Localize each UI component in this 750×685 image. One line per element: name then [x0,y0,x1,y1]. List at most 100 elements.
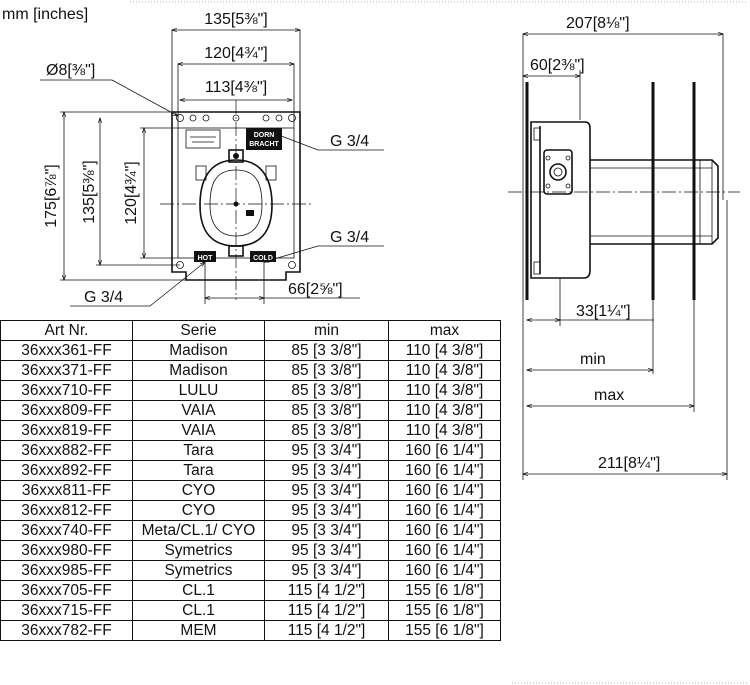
hole-top-right-2 [275,114,283,122]
cell-max: 155 [6 1/8"] [388,620,501,641]
cell-min: 85 [3 3/8"] [264,420,389,441]
front-view: DORN BRACHT HOT COLD 135[5⅜"] 120[4¾"] 1… [40,11,384,307]
side-view: 207[8⅛"] 60[2⅜"] 33[1¼"] [508,15,740,480]
cell-min: 115 [4 1/2"] [264,600,389,621]
cell-max: 160 [6 1/4"] [388,520,501,541]
mixer-cartridge [590,159,719,245]
dim-inner-height: 120[4¾"] [123,161,140,225]
header-art-nr: Art Nr. [0,320,133,341]
cell-serie: Madison [132,340,265,361]
cell-min: 85 [3 3/8"] [264,360,389,381]
dim-inner-width: 120[4¾"] [204,45,268,62]
header-serie: Serie [132,320,265,341]
cell-art-nr: 36xxx782-FF [0,620,133,641]
cell-min: 95 [3 3/4"] [264,440,389,461]
hole-top-left [176,114,184,122]
header-min: min [264,320,389,341]
cell-max: 110 [4 3/8"] [388,420,501,441]
side-fitting [543,149,573,195]
cell-serie: LULU [132,380,265,401]
brand-line1: DORN [254,132,275,139]
valve-body [530,121,591,279]
cell-max: 110 [4 3/8"] [388,360,501,381]
cell-art-nr: 36xxx819-FF [0,420,133,441]
dim-min-offset: 33[1¼"] [576,303,631,320]
cell-art-nr: 36xxx812-FF [0,500,133,521]
mounting-plate [171,111,301,281]
cell-serie: Tara [132,460,265,481]
cell-art-nr: 36xxx980-FF [0,540,133,561]
cell-max: 160 [6 1/4"] [388,560,501,581]
dim-mid-height: 135[5⅜"] [81,160,98,224]
brand-line2: BRACHT [249,141,279,148]
cell-serie: CL.1 [132,580,265,601]
cell-art-nr: 36xxx371-FF [0,360,133,381]
dim-overall-height: 175[6⅞"] [43,164,60,228]
cell-art-nr: 36xxx710-FF [0,380,133,401]
cell-min: 115 [4 1/2"] [264,580,389,601]
cell-serie: CYO [132,500,265,521]
cell-art-nr: 36xxx892-FF [0,460,133,481]
cell-min: 95 [3 3/4"] [264,500,389,521]
hole-bottom-right [288,261,296,269]
cell-min: 85 [3 3/8"] [264,400,389,421]
hole-top-right-3 [262,114,270,122]
cell-max: 160 [6 1/4"] [388,480,501,501]
cell-serie: Tara [132,440,265,461]
dim-depth: 207[8⅛"] [566,15,630,32]
hole-top-left-2 [189,114,197,122]
cold-label-plate [250,251,276,262]
brand-logo [246,128,282,150]
cell-max: 160 [6 1/4"] [388,500,501,521]
cell-min: 95 [3 3/4"] [264,540,389,561]
thread-top: G 3/4 [330,133,369,150]
cell-serie: Madison [132,360,265,381]
hole-top-right [288,114,296,122]
cell-min: 95 [3 3/4"] [264,560,389,581]
cell-max: 110 [4 3/8"] [388,400,501,421]
cell-art-nr: 36xxx361-FF [0,340,133,361]
dim-hole-diameter: Ø8[⅜"] [46,62,95,79]
cell-min: 85 [3 3/8"] [264,340,389,361]
cell-serie: Symetrics [132,560,265,581]
cell-serie: CYO [132,480,265,501]
cell-serie: CL.1 [132,600,265,621]
label-cold: COLD [253,255,273,262]
cell-max: 160 [6 1/4"] [388,540,501,561]
cell-serie: Symetrics [132,540,265,561]
cell-art-nr: 36xxx715-FF [0,600,133,621]
cell-serie: VAIA [132,400,265,421]
hole-top-center [232,114,240,122]
header-max: max [388,320,501,341]
cell-min: 95 [3 3/4"] [264,460,389,481]
cell-art-nr: 36xxx740-FF [0,520,133,541]
cell-art-nr: 36xxx809-FF [0,400,133,421]
cell-art-nr: 36xxx985-FF [0,560,133,581]
label-max: max [594,387,624,404]
cell-min: 95 [3 3/4"] [264,480,389,501]
cell-max: 155 [6 1/8"] [388,600,501,621]
cell-max: 155 [6 1/8"] [388,580,501,601]
thread-bottom: G 3/4 [84,289,123,306]
cell-max: 110 [4 3/8"] [388,380,501,401]
dim-flange: 60[2⅜"] [530,57,585,74]
cell-serie: VAIA [132,420,265,441]
hole-top-left-3 [202,114,210,122]
hot-label-plate [194,251,216,262]
